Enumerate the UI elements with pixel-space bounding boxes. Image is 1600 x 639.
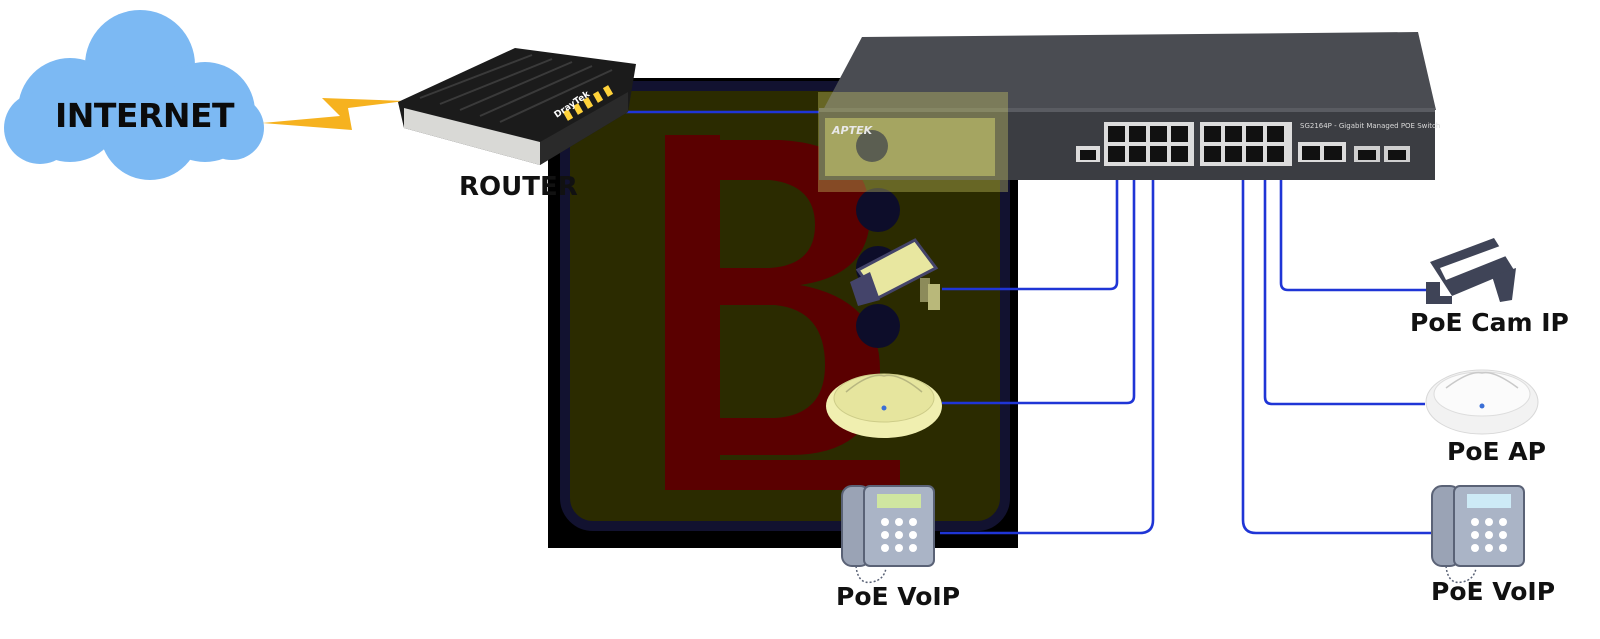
cable-switch-voip-right — [1241, 178, 1432, 535]
cctv-camera-icon — [850, 238, 940, 310]
poe-switch-device — [819, 32, 1436, 180]
lightning-bolt-icon — [262, 98, 405, 130]
cables — [600, 110, 1432, 535]
router-device — [398, 48, 636, 165]
internet-cloud-icon — [4, 10, 264, 180]
watermark-overlay — [818, 92, 1008, 192]
cable-switch-camera-left — [942, 178, 1119, 291]
switch-model-label: SG2164P - Gigabit Managed POE Switch — [1300, 122, 1441, 130]
internet-label: INTERNET — [55, 96, 235, 135]
cable-switch-ap-left — [942, 178, 1136, 405]
poe-voip-label-right: PoE VoIP — [1431, 577, 1556, 606]
poe-ap-label: PoE AP — [1447, 437, 1546, 466]
poe-voip-label-left: PoE VoIP — [836, 582, 961, 611]
switch-brand-label: APTEK — [832, 124, 873, 137]
cable-switch-voip-left — [940, 178, 1155, 535]
voip-phone-icon — [841, 485, 935, 584]
cable-switch-camera-right — [1279, 178, 1428, 292]
cable-switch-ap-right — [1263, 178, 1425, 406]
voip-phone-icon — [1431, 485, 1525, 584]
access-point-icon — [1425, 369, 1539, 435]
access-point-icon — [826, 373, 942, 438]
router-label: ROUTER — [459, 172, 578, 202]
poe-cam-ip-label: PoE Cam IP — [1410, 308, 1569, 337]
cctv-camera-icon — [1426, 238, 1516, 304]
